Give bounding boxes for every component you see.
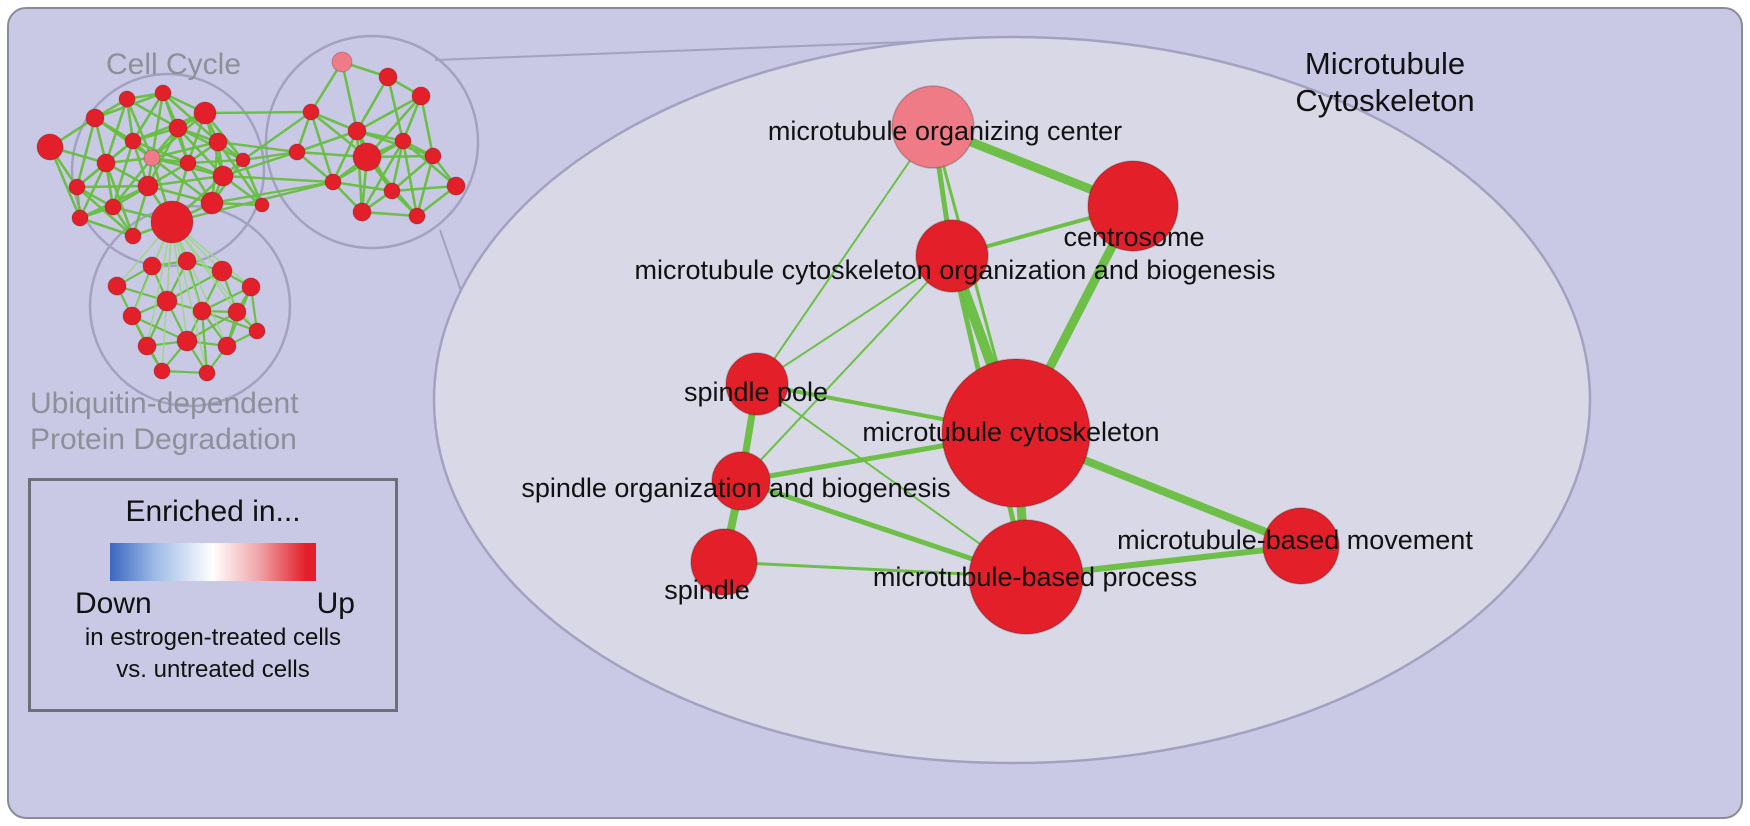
overview-node: [142, 256, 162, 276]
node-label-spindleorg: spindle organization and biogenesis: [521, 473, 950, 503]
edge-orgbio-spindlepole: [756, 255, 953, 385]
overview-node: [248, 322, 266, 340]
overview-node: [212, 165, 234, 187]
overview-node: [208, 132, 228, 152]
overview-node: [241, 277, 261, 297]
overview-node: [156, 290, 178, 312]
overview-node: [179, 154, 197, 172]
overview-node: [352, 202, 372, 222]
legend-subtitle-line2: vs. untreated cells: [116, 656, 310, 683]
overview-node: [168, 118, 188, 138]
edge-orgbio-spindleorg: [740, 255, 953, 482]
overview-node: [446, 176, 466, 196]
overview-node: [254, 197, 270, 213]
overview-node: [347, 121, 367, 141]
overview-node: [96, 153, 116, 173]
overview-node: [124, 132, 142, 150]
overview-node: [394, 132, 412, 150]
overview-node: [143, 149, 161, 167]
detail-labels: microtubule organizing centercentrosomem…: [521, 116, 1473, 605]
overview-node: [118, 90, 136, 108]
node-moc: [891, 85, 975, 169]
overview-node: [198, 364, 216, 382]
overview-node: [211, 260, 233, 282]
overview-node: [200, 191, 224, 215]
node-label-spindlepole: spindle pole: [684, 377, 828, 407]
node-label-spindle: spindle: [664, 575, 750, 605]
legend-gradient-bar: [110, 543, 316, 581]
node-label-cytoskeleton: microtubule cytoskeleton: [862, 417, 1159, 447]
overview-node: [154, 84, 172, 102]
overview-node: [150, 200, 194, 244]
legend: Enriched in... Down Up in estrogen-treat…: [28, 478, 398, 712]
overview-node: [192, 301, 212, 321]
overview-node: [36, 133, 64, 161]
detail-nodes: [690, 85, 1340, 635]
overview-node: [176, 330, 198, 352]
legend-down-label: Down: [75, 587, 152, 620]
overview-node: [124, 227, 142, 245]
node-spindle: [690, 528, 758, 596]
node-movement: [1262, 507, 1340, 585]
node-spindlepole: [725, 352, 789, 416]
overview-node: [411, 86, 431, 106]
overview-node: [352, 142, 382, 172]
detail-cluster-title: Microtubule Cytoskeleton: [1230, 45, 1540, 119]
edge-moc-spindlepole: [756, 126, 934, 385]
overview-node: [68, 178, 86, 196]
node-orgbio: [915, 219, 989, 293]
node-centrosome: [1087, 160, 1179, 252]
overview-node: [137, 175, 159, 197]
overview-nodes: [36, 51, 466, 382]
overview-node: [235, 152, 251, 168]
overview-node: [85, 108, 105, 128]
legend-up-label: Up: [316, 587, 355, 620]
cluster-label-ubiquitin: Ubiquitin-dependent Protein Degradation: [30, 386, 299, 458]
node-label-movement: microtubule-based movement: [1117, 525, 1473, 555]
cluster-label-cell-cycle: Cell Cycle: [106, 48, 242, 81]
cluster-circle-cell-cycle: [70, 72, 266, 268]
node-process: [968, 519, 1084, 635]
node-label-moc: microtubule organizing center: [768, 116, 1122, 146]
overview-node: [104, 198, 122, 216]
overview-node: [227, 302, 247, 322]
legend-axis-labels: Down Up: [75, 587, 355, 621]
detail-cluster-title-line1: Microtubule: [1304, 46, 1466, 81]
node-cytoskeleton: [941, 358, 1091, 508]
node-label-orgbio: microtubule cytoskeleton organization an…: [635, 255, 1276, 285]
cluster-label-ubiquitin-line1: Ubiquitin-dependent: [30, 387, 299, 420]
overview-node: [378, 67, 398, 87]
overview-node: [324, 173, 342, 191]
overview-node: [302, 103, 320, 121]
overview-node: [383, 182, 401, 200]
node-label-process: microtubule-based process: [873, 562, 1197, 592]
cluster-circle-microtubule-small: [264, 34, 480, 250]
overview-node: [71, 209, 89, 227]
overview-node: [153, 362, 171, 380]
overview-node: [408, 207, 426, 225]
overview-node: [424, 147, 442, 165]
overview-node: [288, 143, 306, 161]
legend-subtitle-line1: in estrogen-treated cells: [84, 624, 342, 651]
overview-node: [107, 276, 127, 296]
overview-node: [177, 251, 197, 271]
overview-node: [331, 51, 353, 73]
overview-node: [122, 306, 142, 326]
detail-cluster-title-line2: Cytoskeleton: [1295, 83, 1475, 118]
overview-node: [137, 336, 157, 356]
node-spindleorg: [711, 451, 771, 511]
cluster-label-ubiquitin-line2: Protein Degradation: [30, 423, 297, 456]
node-label-centrosome: centrosome: [1063, 222, 1204, 252]
legend-title: Enriched in...: [125, 495, 301, 528]
overview-node: [193, 101, 217, 125]
overview-node: [217, 336, 237, 356]
